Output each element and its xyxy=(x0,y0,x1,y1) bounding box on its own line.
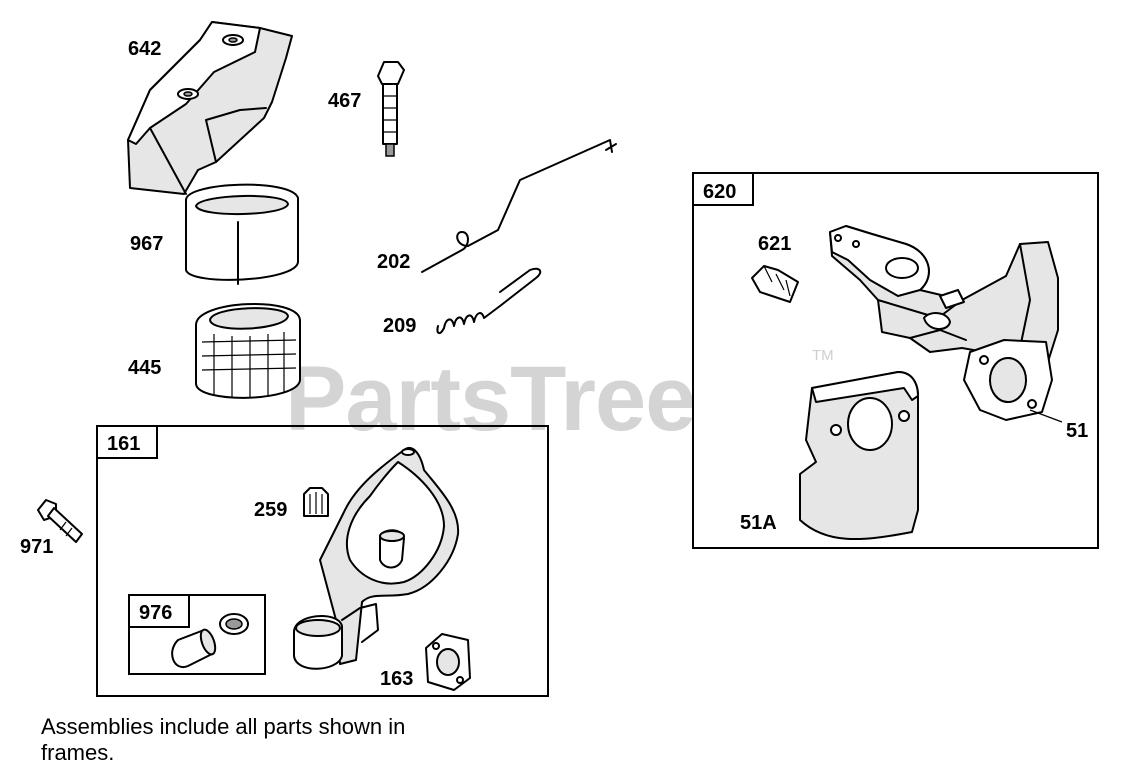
part-642-air-cleaner-cover[interactable] xyxy=(127,21,293,195)
label-642: 642 xyxy=(128,38,161,60)
part-161-air-cleaner-base[interactable] xyxy=(293,447,460,670)
part-620-carburetor[interactable] xyxy=(829,225,1059,375)
label-976: 976 xyxy=(139,602,172,624)
part-971-screw[interactable] xyxy=(37,499,83,543)
watermark-text: PartsTree xyxy=(285,348,695,450)
label-51a: 51A xyxy=(740,512,777,534)
label-259: 259 xyxy=(254,499,287,521)
label-620: 620 xyxy=(703,181,736,203)
label-971: 971 xyxy=(20,536,53,558)
frame-assembly-161 xyxy=(96,425,549,697)
label-161: 161 xyxy=(107,433,140,455)
label-621: 621 xyxy=(758,233,791,255)
assemblies-footnote: Assemblies include all parts shown in fr… xyxy=(41,714,406,765)
part-209-governor-spring[interactable] xyxy=(436,267,542,334)
part-163-gasket[interactable] xyxy=(425,633,471,691)
frame-tag-620 xyxy=(692,172,754,206)
watermark-trademark: TM xyxy=(812,347,834,364)
part-621-clip[interactable] xyxy=(751,265,799,303)
part-445-air-filter[interactable] xyxy=(195,302,301,399)
label-163: 163 xyxy=(380,668,413,690)
label-202: 202 xyxy=(377,251,410,273)
frame-assembly-976 xyxy=(128,594,266,675)
part-967-pre-cleaner[interactable] xyxy=(185,183,299,285)
leader-51 xyxy=(1029,409,1063,423)
part-259-clip[interactable] xyxy=(303,487,329,517)
part-51a-insulator[interactable] xyxy=(799,371,919,541)
frame-tag-161 xyxy=(96,425,158,459)
frame-assembly-620 xyxy=(692,172,1099,549)
frame-tag-976 xyxy=(128,594,190,628)
part-51-gasket[interactable] xyxy=(963,339,1053,421)
part-467-fastener[interactable] xyxy=(377,61,405,157)
label-51: 51 xyxy=(1066,420,1088,442)
part-202-governor-link[interactable] xyxy=(421,139,617,273)
label-445: 445 xyxy=(128,357,161,379)
label-967: 967 xyxy=(130,233,163,255)
label-467: 467 xyxy=(328,90,361,112)
label-209: 209 xyxy=(383,315,416,337)
part-976-bulb[interactable] xyxy=(171,613,249,669)
